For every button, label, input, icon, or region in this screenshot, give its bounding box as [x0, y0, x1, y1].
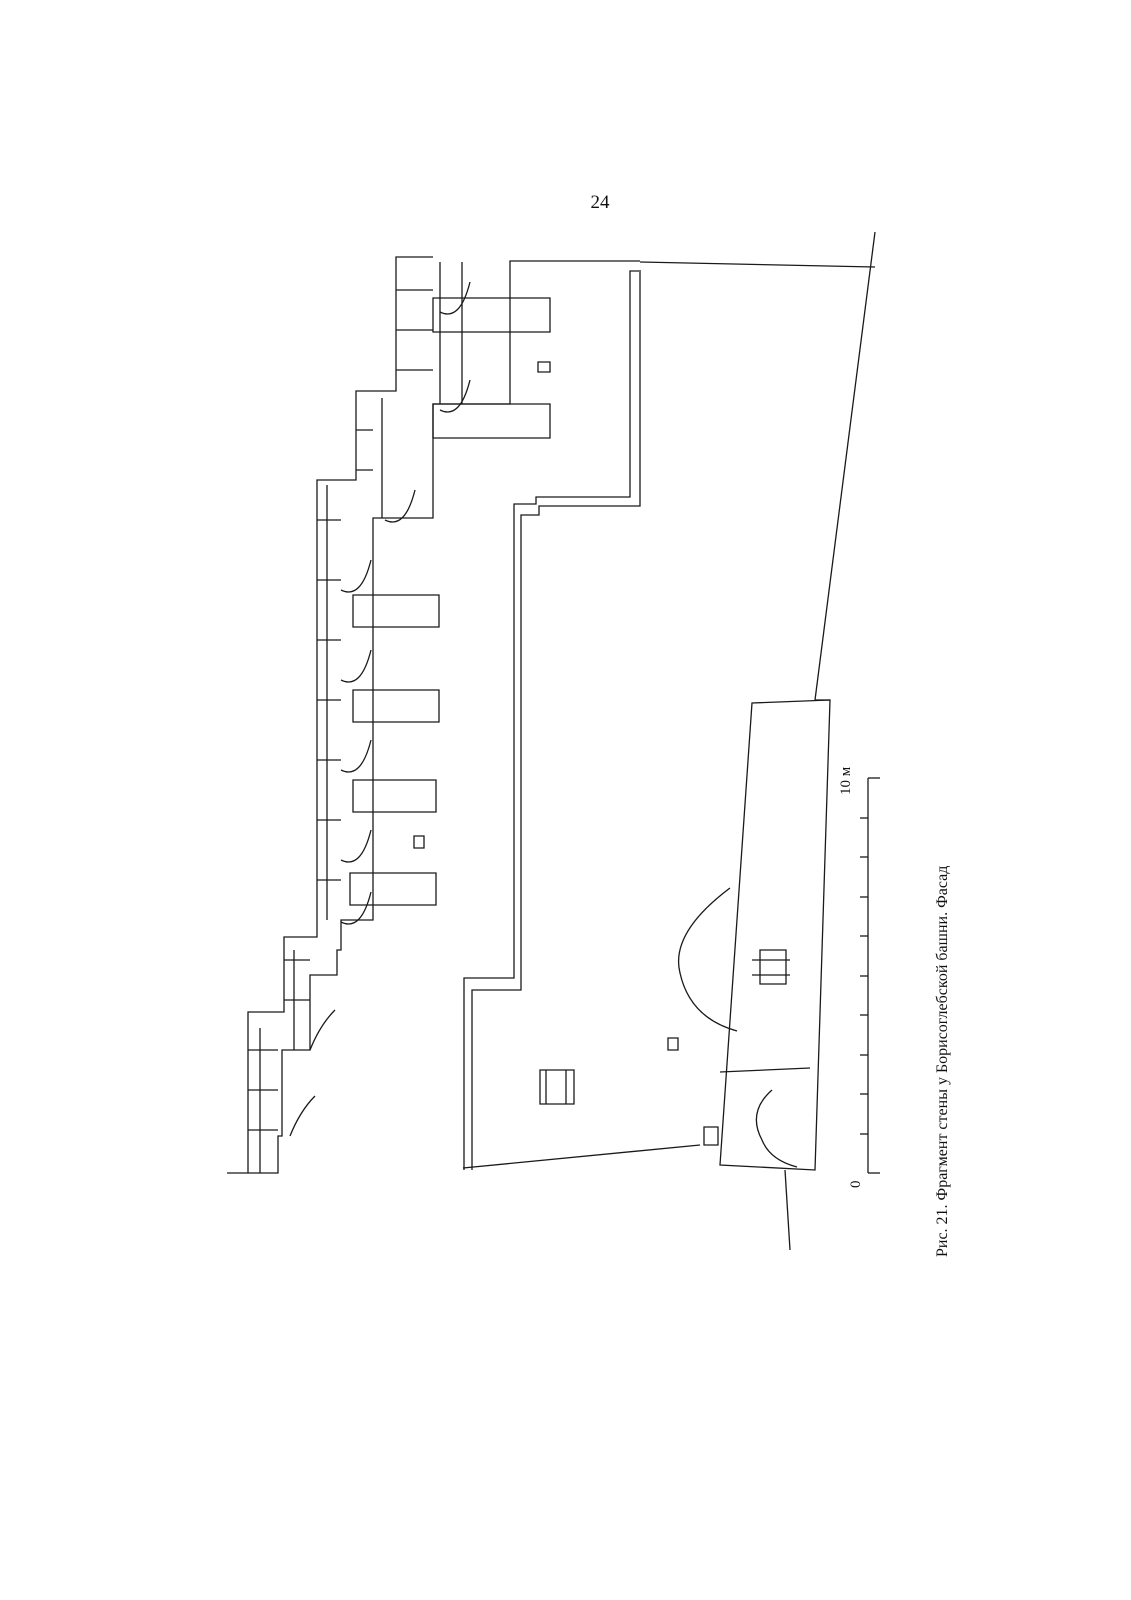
page-number: 24 — [590, 192, 610, 213]
openings — [414, 362, 678, 1104]
scale-start-label: 0 — [848, 1180, 864, 1189]
scale-end-label: 10 м — [838, 766, 854, 795]
wall-outline — [227, 232, 875, 1250]
tower-base — [679, 700, 830, 1170]
figure-caption: Рис. 21. Фрагмент стены у Борисоглебской… — [934, 865, 951, 1257]
battlements — [248, 282, 550, 1136]
scale-bar — [860, 778, 880, 1173]
